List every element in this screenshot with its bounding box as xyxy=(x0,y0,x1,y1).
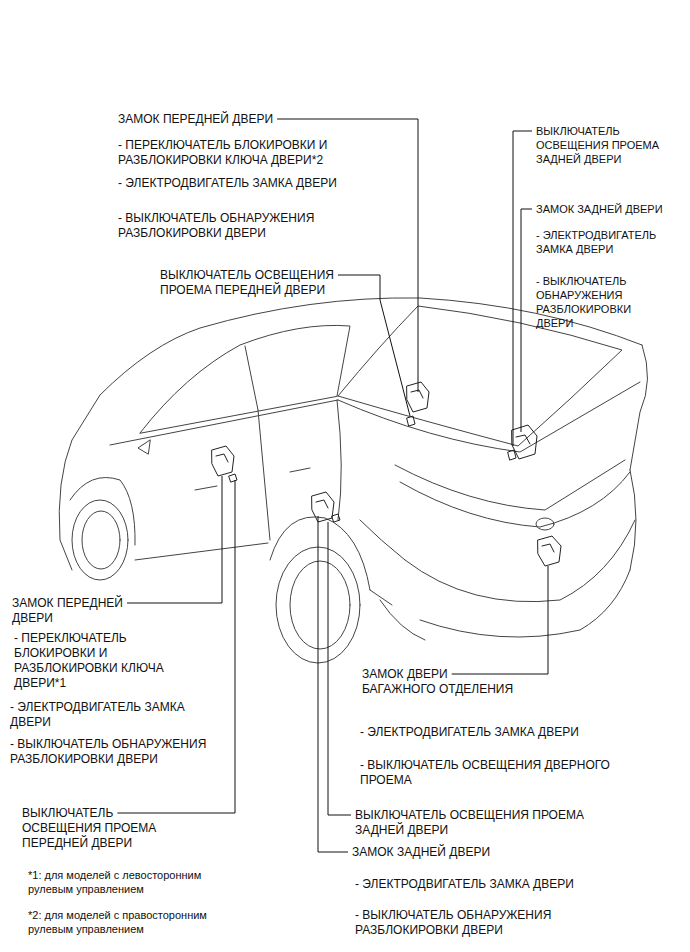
leader-line xyxy=(328,522,351,815)
part-label: ЗАМОК ПЕРЕДНЕЙ ДВЕРИ xyxy=(12,596,152,626)
leader-line xyxy=(318,516,348,852)
part-label: - ЭЛЕКТРОДВИГАТЕЛЬ ЗАМКА ДВЕРИ xyxy=(360,725,579,740)
part-label: - ВЫКЛЮЧАТЕЛЬ ОБНАРУЖЕНИЯ РАЗБЛОКИРОВКИ … xyxy=(536,274,668,330)
leader-line xyxy=(513,131,532,446)
part-label: - ВЫКЛЮЧАТЕЛЬ ОБНАРУЖЕНИЯ РАЗБЛОКИРОВКИ … xyxy=(118,211,368,241)
part-label: ЗАМОК ЗАДНЕЙ ДВЕРИ xyxy=(536,202,663,216)
leader-line xyxy=(452,566,548,674)
part-label: - ЭЛЕКТРОДВИГАТЕЛЬ ЗАМКА ДВЕРИ xyxy=(536,228,682,256)
part-label: ЗАМОК ДВЕРИ БАГАЖНОГО ОТДЕЛЕНИЯ xyxy=(362,667,522,697)
part-label: *1: для моделей с левосторонним рулевым … xyxy=(28,868,228,896)
part-label: ВЫКЛЮЧАТЕЛЬ ОСВЕЩЕНИЯ ПРОЕМА ПЕРЕДНЕЙ ДВ… xyxy=(160,268,360,298)
part-label: - ЭЛЕКТРОДВИГАТЕЛЬ ЗАМКА ДВЕРИ xyxy=(10,700,220,730)
part-label: *2: для моделей с правосторонним рулевым… xyxy=(28,908,238,936)
part-label: ЗАМОК ПЕРЕДНЕЙ ДВЕРИ xyxy=(118,112,273,127)
part-label: ВЫКЛЮЧАТЕЛЬ ОСВЕЩЕНИЯ ПРОЕМА ПЕРЕДНЕЙ ДВ… xyxy=(22,806,172,851)
part-label: ЗАМОК ЗАДНЕЙ ДВЕРИ xyxy=(352,845,490,860)
part-label: - ЭЛЕКТРОДВИГАТЕЛЬ ЗАМКА ДВЕРИ xyxy=(118,176,337,191)
part-label: - ВЫКЛЮЧАТЕЛЬ ОСВЕЩЕНИЯ ДВЕРНОГО ПРОЕМА xyxy=(360,758,635,788)
part-label: ВЫКЛЮЧАТЕЛЬ ОСВЕЩЕНИЯ ПРОЕМА ЗАДНЕЙ ДВЕР… xyxy=(536,124,684,166)
leader-line xyxy=(127,476,222,603)
leader-line xyxy=(338,275,410,416)
part-label: - ВЫКЛЮЧАТЕЛЬ ОБНАРУЖЕНИЯ РАЗБЛОКИРОВКИ … xyxy=(355,908,605,938)
part-label: - ПЕРЕКЛЮЧАТЕЛЬ БЛОКИРОВКИ И РАЗБЛОКИРОВ… xyxy=(118,138,383,168)
part-label: - ЭЛЕКТРОДВИГАТЕЛЬ ЗАМКА ДВЕРИ xyxy=(355,877,574,892)
part-label: - ПЕРЕКЛЮЧАТЕЛЬ БЛОКИРОВКИ И РАЗБЛОКИРОВ… xyxy=(14,631,179,691)
leader-line xyxy=(521,209,532,432)
part-label: ВЫКЛЮЧАТЕЛЬ ОСВЕЩЕНИЯ ПРОЕМА ЗАДНЕЙ ДВЕР… xyxy=(355,808,605,838)
part-label: - ВЫКЛЮЧАТЕЛЬ ОБНАРУЖЕНИЯ РАЗБЛОКИРОВКИ … xyxy=(10,737,240,767)
